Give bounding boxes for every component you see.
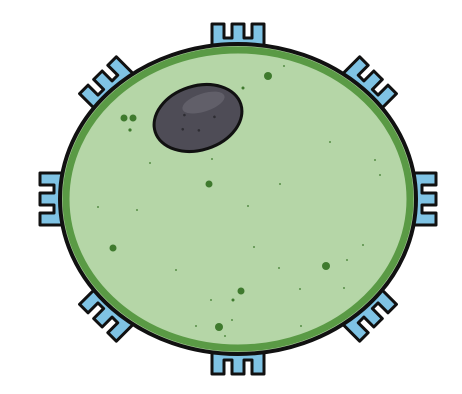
granule (121, 115, 128, 122)
speck (253, 246, 255, 248)
speck (211, 158, 213, 160)
speck (210, 299, 212, 301)
speck (278, 267, 280, 269)
granule (238, 288, 245, 295)
granule (242, 87, 245, 90)
speck (97, 206, 99, 208)
speck (175, 269, 177, 271)
speck (300, 325, 302, 327)
granule (232, 299, 235, 302)
speck (283, 65, 285, 67)
speck (299, 288, 301, 290)
speck (346, 259, 348, 261)
speck (195, 325, 197, 327)
cell-body (60, 44, 416, 354)
granule (215, 323, 223, 331)
speck (149, 162, 151, 164)
granule (322, 262, 330, 270)
granule (206, 181, 213, 188)
speck (247, 205, 249, 207)
speck (329, 141, 331, 143)
granule (110, 245, 117, 252)
granule (264, 72, 272, 80)
speck (279, 183, 281, 185)
speck (136, 209, 138, 211)
speck (231, 319, 233, 321)
granule (130, 115, 137, 122)
speck (374, 159, 376, 161)
speck (224, 335, 226, 337)
speck (362, 244, 364, 246)
speck (343, 287, 345, 289)
granule (128, 128, 131, 131)
speck (379, 174, 381, 176)
